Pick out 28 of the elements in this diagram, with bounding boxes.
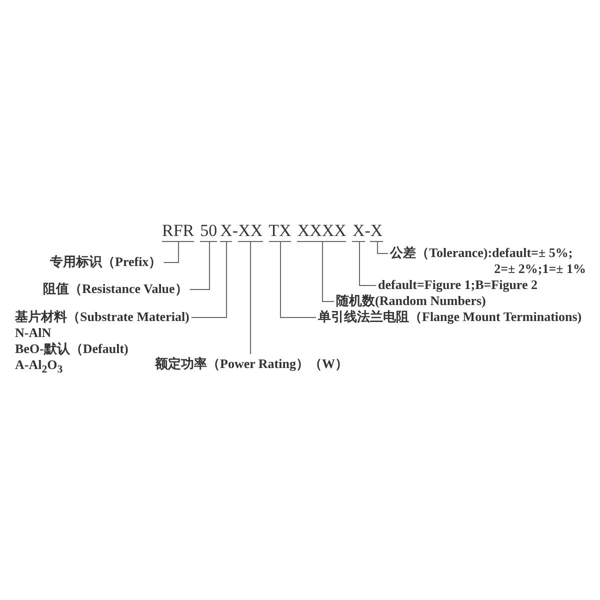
leader-line [250,242,251,354]
code-segment: X [352,222,365,242]
leader-line [322,242,334,302]
description-label: 额定功率（Power Rating）（W） [155,356,348,372]
description-label: 专用标识（Prefix） [50,254,162,270]
description-label: 阻值（Resistance Value） [43,281,188,297]
code-segment: XX [238,222,263,242]
leader-line [377,242,388,254]
code-segment: TX [268,222,292,242]
code-segment: X [370,222,383,242]
code-segment: XXXX [297,222,346,242]
leader-line [280,242,316,318]
description-label: 基片材料（Substrate Material) [15,309,190,325]
description-label: 单引线法兰电阻（Flange Mount Terminations) [318,309,582,325]
option-text: BeO-默认（Default) [15,341,128,357]
leader-line [163,242,179,263]
option-text: A-Al$_{2}$O$_{3}$ [15,357,63,378]
code-segment: RFR [162,222,194,242]
code-separator: - [364,222,370,240]
description-label: 随机数(Random Numbers) [336,293,486,309]
option-text: N-AlN [15,325,52,341]
leader-line [189,242,210,290]
leader-line [359,242,376,286]
leader-line [190,242,227,318]
description-label: default=Figure 1;B=Figure 2 [378,277,538,293]
code-segment: 50 [200,222,218,242]
code-separator: - [232,222,238,240]
code-segment: X [220,222,232,242]
